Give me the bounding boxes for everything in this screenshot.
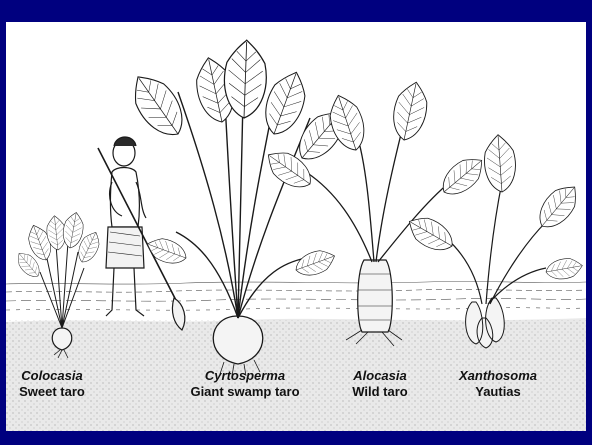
label-xanthosoma: Xanthosoma Yautias [448,368,548,400]
bottom-border-bar [0,431,592,445]
right-border [586,22,592,431]
label-cyrtosperma: Cyrtosperma Giant swamp taro [170,368,320,400]
genus-colocasia: Colocasia [8,368,96,384]
genus-xanthosoma: Xanthosoma [448,368,548,384]
common-colocasia: Sweet taro [8,384,96,400]
common-xanthosoma: Yautias [448,384,548,400]
label-alocasia: Alocasia Wild taro [340,368,420,400]
common-cyrtosperma: Giant swamp taro [170,384,320,400]
genus-cyrtosperma: Cyrtosperma [170,368,320,384]
label-colocasia: Colocasia Sweet taro [8,368,96,400]
genus-alocasia: Alocasia [340,368,420,384]
top-border-bar [0,0,592,22]
xanthosoma-plant [403,134,585,348]
common-alocasia: Wild taro [340,384,420,400]
